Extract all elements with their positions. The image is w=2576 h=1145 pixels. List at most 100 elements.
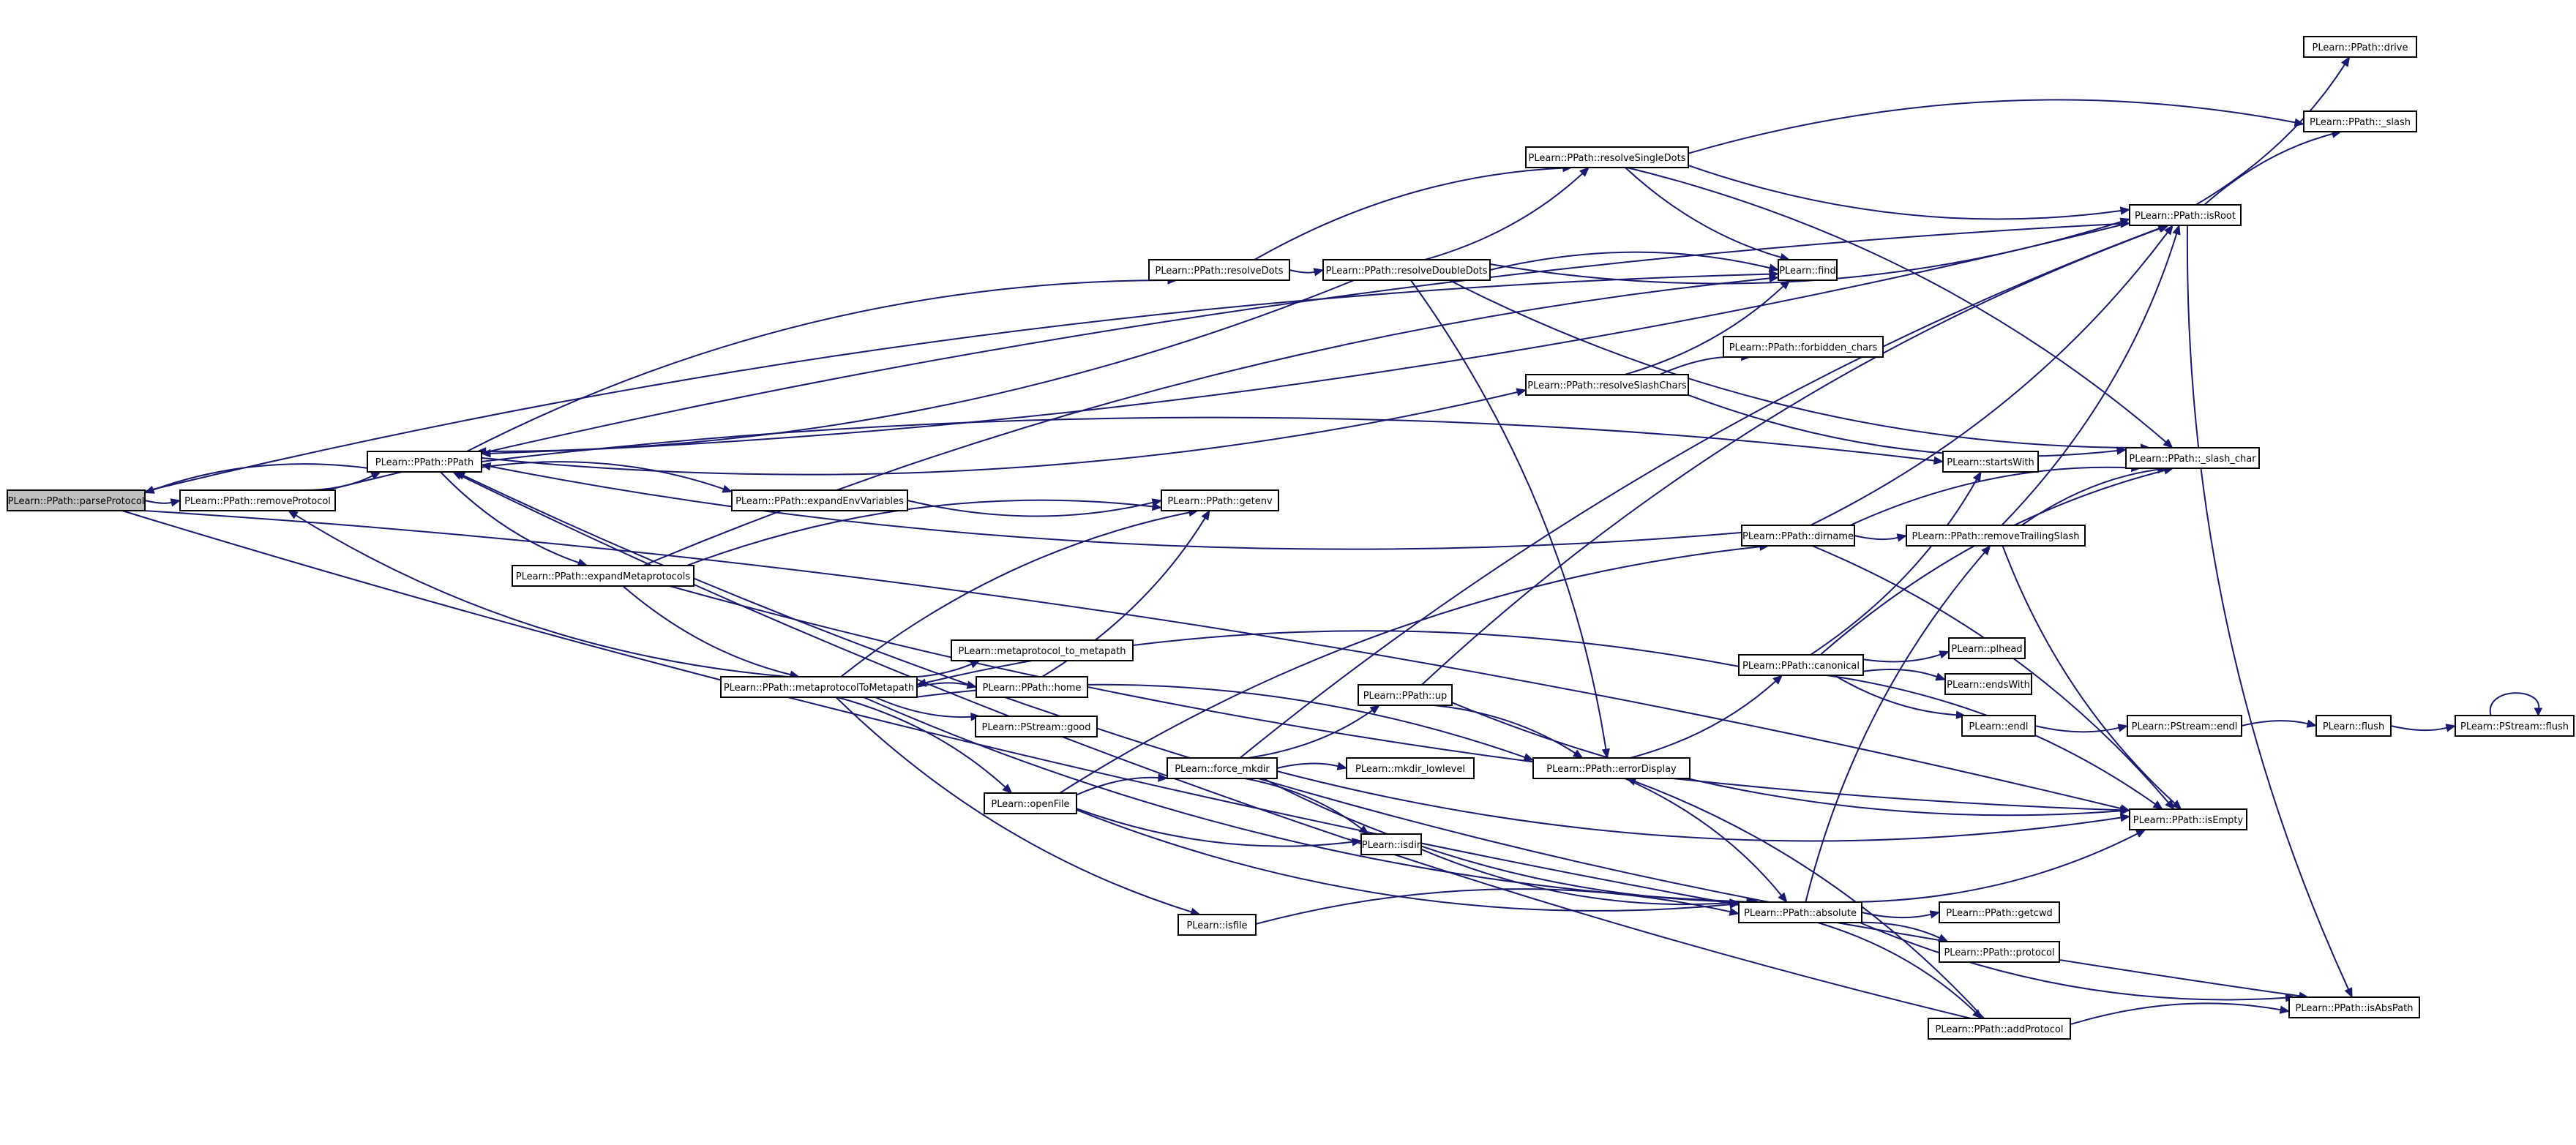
node-_slash[interactable]: PLearn::PPath::_slash (2303, 110, 2417, 132)
node-isEmpty[interactable]: PLearn::PPath::isEmpty (2129, 808, 2247, 830)
node-addProtocol[interactable]: PLearn::PPath::addProtocol (1928, 1018, 2071, 1040)
node-plhead[interactable]: PLearn::plhead (1948, 637, 2026, 659)
arrowhead (143, 485, 155, 494)
node-expandEnvVariables[interactable]: PLearn::PPath::expandEnvVariables (731, 489, 908, 511)
node-up[interactable]: PLearn::PPath::up (1358, 684, 1453, 706)
edge-line (2001, 233, 2178, 526)
node-resolveSlashChars[interactable]: PLearn::PPath::resolveSlashChars (1525, 374, 1689, 396)
node-box (731, 489, 908, 511)
arrowhead (722, 484, 733, 493)
node-good[interactable]: PLearn::PStream::good (975, 716, 1098, 737)
node-openFile[interactable]: PLearn::openFile (984, 792, 1077, 814)
edge-line (1624, 778, 1782, 896)
edge-resolveSlashChars-to-find (1625, 279, 1791, 375)
node-box (2127, 715, 2242, 737)
node-endl[interactable]: PLearn::endl (1961, 715, 2036, 737)
arrowhead (1336, 762, 1348, 770)
node-pstream_endl[interactable]: PLearn::PStream::endl (2127, 715, 2242, 737)
node-isRoot[interactable]: PLearn::PPath::isRoot (2129, 204, 2242, 226)
node-expandMetaprotocols[interactable]: PLearn::PPath::expandMetaprotocols (512, 565, 694, 587)
node-label: PLearn::PPath::resolveSlashChars (1527, 380, 1687, 391)
node-canonical[interactable]: PLearn::PPath::canonical (1738, 654, 1864, 676)
node-_slash_char[interactable]: PLearn::PPath::_slash_char (2125, 447, 2260, 469)
node-isdir[interactable]: PLearn::isdir (1360, 833, 1422, 855)
edge-addProtocol-to-isAbsPath (2070, 1002, 2291, 1026)
node-resolveDots[interactable]: PLearn::PPath::resolveDots (1148, 259, 1290, 281)
node-endsWith[interactable]: PLearn::endsWith (1944, 673, 2032, 695)
node-home[interactable]: PLearn::PPath::home (976, 676, 1088, 698)
arrowhead (2119, 206, 2131, 215)
node-box (2288, 996, 2420, 1018)
arrowhead (2135, 829, 2146, 838)
node-label: PLearn::PPath::_slash_char (2129, 454, 2256, 465)
node-protocol[interactable]: PLearn::PPath::protocol (1939, 941, 2060, 963)
node-label: PLearn::PPath::isAbsPath (2296, 1003, 2414, 1014)
node-startsWith[interactable]: PLearn::startsWith (1942, 451, 2039, 473)
node-absolute[interactable]: PLearn::PPath::absolute (1738, 901, 1862, 923)
arrowhead (1158, 773, 1169, 782)
node-getcwd[interactable]: PLearn::PPath::getcwd (1939, 901, 2060, 923)
edge-metaprotocolToMetapath-to-openFile (837, 697, 1013, 794)
node-removeProtocol[interactable]: PLearn::PPath::removeProtocol (179, 489, 336, 511)
node-box (975, 716, 1098, 737)
node-getenv[interactable]: PLearn::PPath::getenv (1161, 489, 1279, 511)
arrowhead (480, 448, 491, 458)
edge-line (686, 499, 1153, 566)
edge-line (1409, 279, 1607, 750)
node-isAbsPath[interactable]: PLearn::PPath::isAbsPath (2288, 996, 2420, 1018)
edge-line (1688, 165, 2122, 220)
node-force_mkdir[interactable]: PLearn::force_mkdir (1167, 757, 1278, 779)
node-mkdir_lowlevel[interactable]: PLearn::mkdir_lowlevel (1346, 757, 1475, 779)
arrowhead (287, 510, 299, 519)
node-box (1939, 901, 2060, 923)
arrowhead (2163, 438, 2174, 448)
node-box (1939, 941, 2060, 963)
edge-flush-to-pstream_flush (2390, 724, 2457, 732)
node-label: PLearn::PPath::metaprotocolToMetapath (724, 683, 914, 694)
edge-resolveSingleDots-to-_slash_char (1627, 167, 2174, 448)
node-isfile[interactable]: PLearn::isfile (1177, 914, 1257, 936)
node-pstream_flush[interactable]: PLearn::PStream::flush (2455, 715, 2575, 737)
edge-line (1421, 228, 2161, 686)
node-box (1167, 757, 1278, 779)
node-resolveDoubleDots[interactable]: PLearn::PPath::resolveDoubleDots (1322, 259, 1491, 281)
edge-PPath-to-expandMetaprotocols (440, 471, 588, 567)
node-find[interactable]: PLearn::find (1778, 259, 1838, 281)
edge-expandMetaprotocols-to-metaprotocolToMetapath (622, 585, 801, 679)
edge-line (1688, 99, 2296, 154)
edge-expandEnvVariables-to-getenv (907, 498, 1163, 517)
node-dirname[interactable]: PLearn::PPath::dirname (1741, 525, 1855, 547)
node-metaprotocol_to_metapath[interactable]: PLearn::metaprotocol_to_metapath (951, 639, 1134, 661)
edge-line (1451, 702, 2122, 816)
arrowhead (1358, 825, 1369, 835)
arrowhead (2120, 806, 2131, 815)
node-drive[interactable]: PLearn::PPath::drive (2303, 36, 2417, 58)
node-errorDisplay[interactable]: PLearn::PPath::errorDisplay (1532, 757, 1690, 779)
edge-absolute-to-PPath (454, 471, 1770, 903)
node-PPath[interactable]: PLearn::PPath::PPath (367, 451, 482, 473)
edge-canonical-to-endl (1833, 675, 1966, 719)
node-removeTrailingSlash[interactable]: PLearn::PPath::removeTrailingSlash (1906, 525, 2086, 547)
node-forbidden_chars[interactable]: PLearn::PPath::forbidden_chars (1723, 336, 1884, 358)
edge-line (326, 222, 2122, 491)
node-metaprotocolToMetapath[interactable]: PLearn::PPath::metaprotocolToMetapath (720, 676, 918, 698)
edge-line (907, 500, 1153, 517)
arrowhead (2279, 1005, 2291, 1014)
edge-line (143, 510, 2122, 810)
node-flush[interactable]: PLearn::flush (2315, 715, 2392, 737)
edge-line (481, 416, 1935, 462)
node-parseProtocol[interactable]: PLearn::PPath::parseProtocol (7, 489, 146, 511)
node-box (2129, 808, 2247, 830)
edge-line (1862, 669, 1938, 677)
edge-line (1849, 466, 2132, 526)
node-label: PLearn::PPath::errorDisplay (1546, 764, 1677, 775)
edge-line (2186, 225, 2349, 990)
edge-line (2034, 725, 2119, 733)
node-label: PLearn::openFile (991, 799, 1069, 810)
node-box (367, 451, 482, 473)
node-box (1944, 673, 2032, 695)
node-label: PLearn::metaprotocol_to_metapath (958, 646, 1126, 657)
node-resolveSingleDots[interactable]: PLearn::PPath::resolveSingleDots (1525, 146, 1689, 168)
node-label: PLearn::PPath::resolveDoubleDots (1325, 266, 1487, 277)
arrowhead (2116, 446, 2127, 455)
